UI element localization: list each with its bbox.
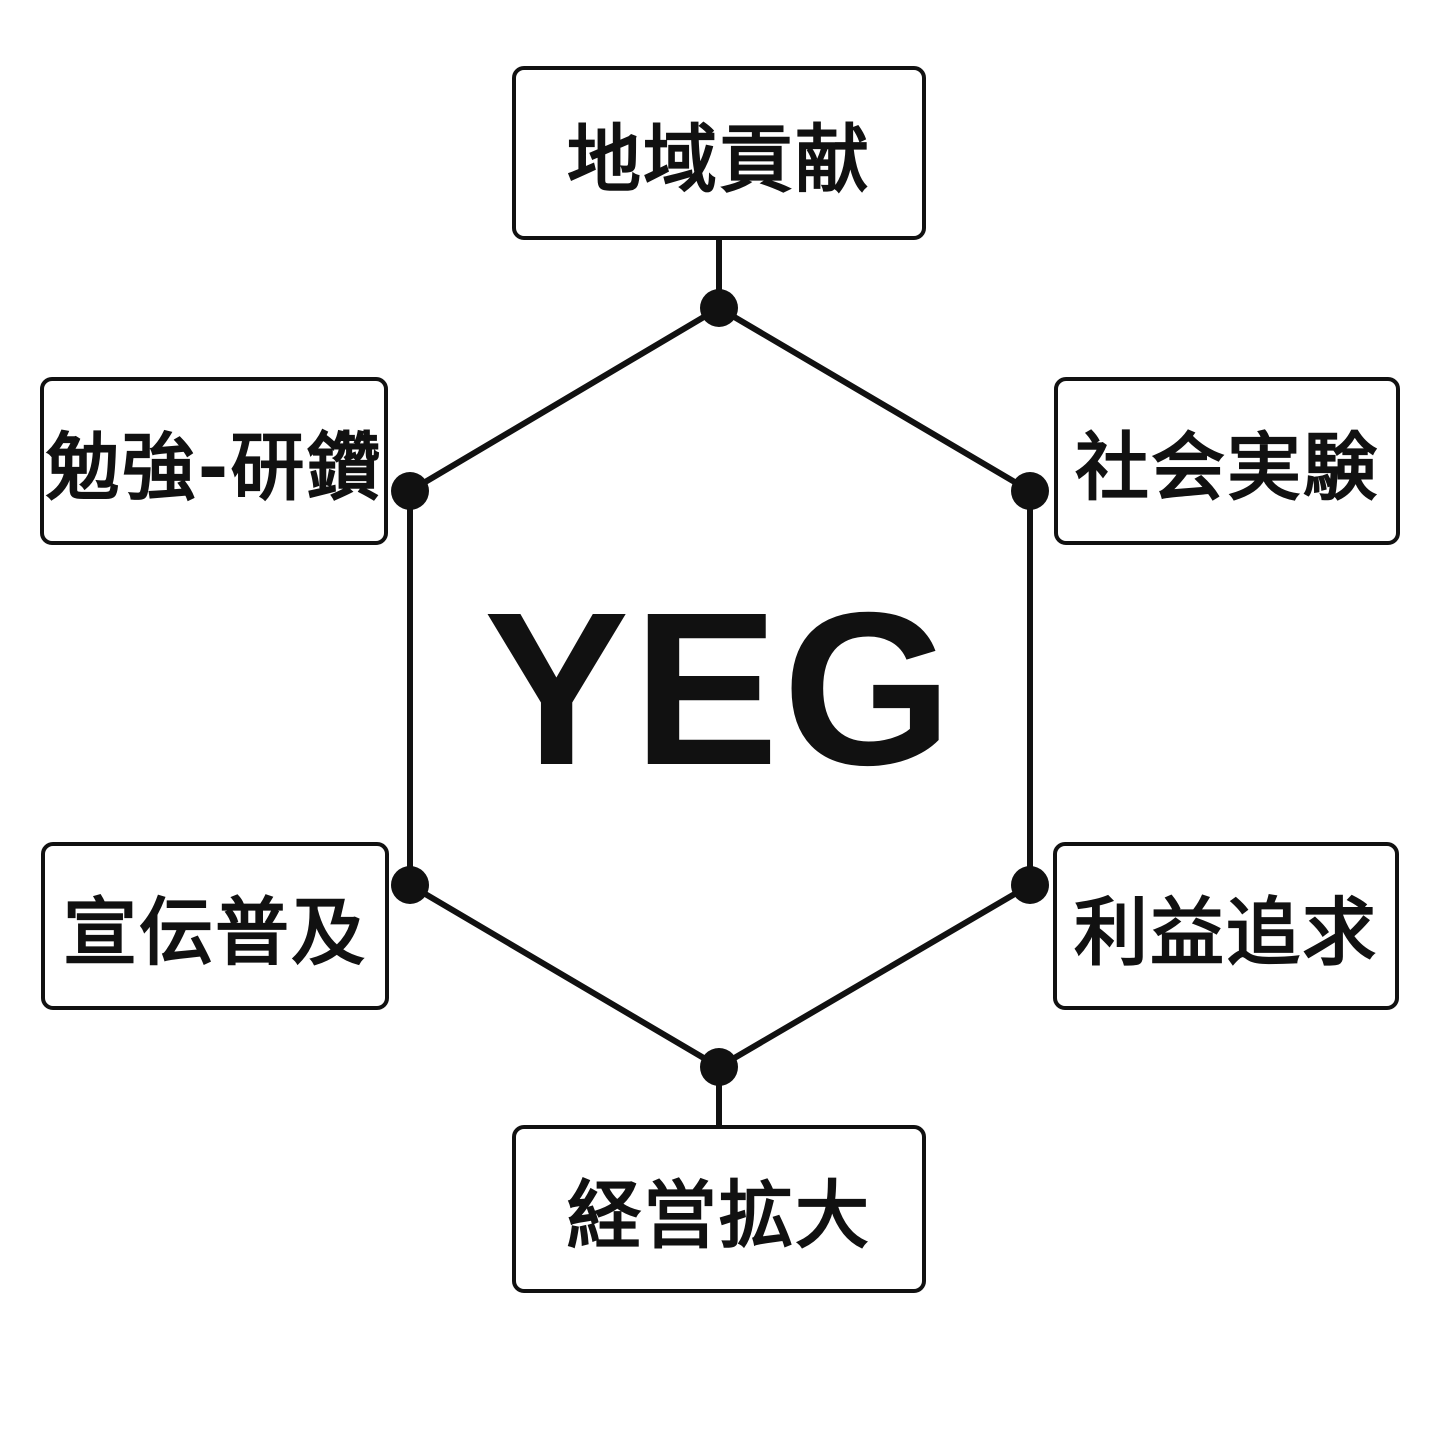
center-label: YEG bbox=[483, 568, 957, 811]
vertex-dot-top bbox=[700, 289, 738, 327]
node-box-top-left: 勉強-研鑽 bbox=[40, 377, 388, 545]
node-box-top-right: 社会実験 bbox=[1054, 377, 1400, 545]
node-box-bottom-left: 宣伝普及 bbox=[41, 842, 389, 1010]
node-box-top: 地域貢献 bbox=[512, 66, 926, 240]
vertex-dot-bottom-right bbox=[1011, 866, 1049, 904]
node-box-bottom-right: 利益追求 bbox=[1053, 842, 1399, 1010]
node-box-bottom: 経営拡大 bbox=[512, 1125, 926, 1293]
vertex-dot-bottom bbox=[700, 1048, 738, 1086]
vertex-dot-bottom-left bbox=[391, 866, 429, 904]
vertex-dot-top-right bbox=[1011, 472, 1049, 510]
vertex-dot-top-left bbox=[391, 472, 429, 510]
